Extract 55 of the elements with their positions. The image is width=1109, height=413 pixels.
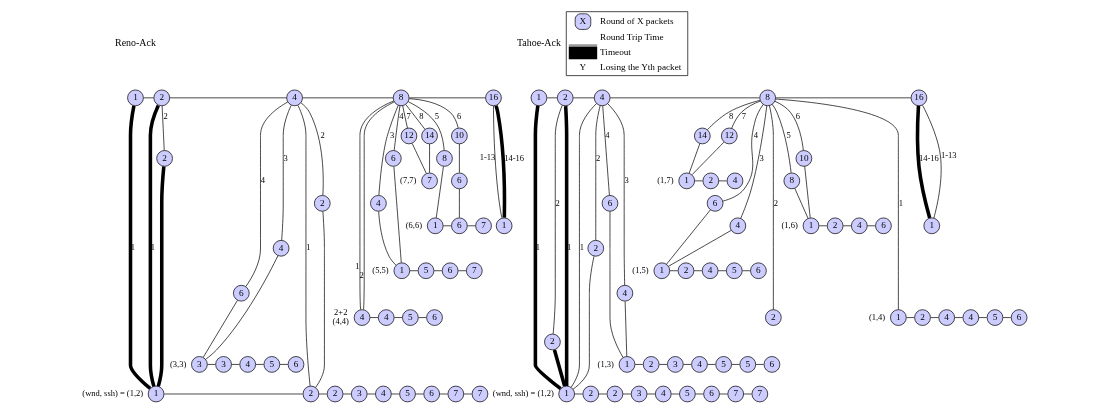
legend-label: Losing the Yth packet (600, 61, 682, 72)
edge-label: 1 (306, 242, 311, 253)
edge-label: 1-13 (479, 151, 496, 162)
legend-label: Round Trip Time (600, 32, 664, 43)
edge-label: 14-16 (504, 152, 525, 163)
node-label: (6,6) (405, 220, 423, 231)
node-label: (3,3) (169, 358, 187, 369)
edge-label: 2 (555, 197, 560, 208)
edge-label: 1 (150, 242, 156, 253)
edge-label: 4 (753, 130, 759, 141)
edge-label: 1 (898, 197, 903, 208)
edge-label: 2 (320, 130, 325, 141)
edge-label: 3 (759, 152, 764, 163)
edge-label: 5 (786, 130, 791, 141)
edge-label: 1 (130, 242, 136, 253)
edge-label: 7 (741, 111, 746, 122)
edge-label: 6 (456, 111, 462, 122)
edge-label: 1 (535, 242, 541, 253)
node-label: (4,4) (332, 316, 349, 327)
edge-label: 4 (605, 130, 610, 141)
label: Reno-Ack (115, 37, 156, 49)
edge-label: 4 (260, 175, 266, 186)
edge-label: 2 (596, 152, 601, 163)
edge-label: 7 (406, 111, 411, 122)
legend-label: Timeout (600, 47, 631, 58)
edge-label: 2 (359, 270, 364, 281)
node-label: (1,7) (657, 175, 674, 186)
edge-label: 5 (434, 111, 440, 122)
edge-label: 3 (390, 130, 395, 141)
edge-label: 2 (163, 111, 168, 122)
edge-label: 3 (283, 152, 288, 163)
node-label: 2+2 (334, 307, 348, 318)
legend-label: Round of X packets (600, 16, 674, 27)
label: X (579, 16, 587, 27)
node-label: (5,5) (372, 264, 389, 275)
node-label: (wnd, ssh) = (1,2) (82, 388, 144, 399)
node-label: (7,7) (400, 175, 417, 186)
edge-label: 1 (579, 242, 585, 253)
edge-label: 1 (567, 242, 572, 253)
edge-label: 4 (399, 111, 404, 122)
edge-label: 1 (355, 261, 360, 272)
edge-label: 8 (728, 111, 734, 122)
label: Y (579, 61, 587, 72)
node-label: (1,5) (632, 264, 649, 275)
edge-label: 14-16 (918, 152, 939, 163)
node-label: (1,6) (781, 220, 798, 231)
edge-label: 6 (795, 111, 800, 122)
node-label: (1,4) (868, 311, 886, 322)
edge-label: 3 (624, 175, 629, 186)
edge-label: 8 (419, 111, 424, 122)
node-label: (1,3) (597, 358, 614, 369)
label: Tahoe-Ack (516, 37, 561, 49)
edge-label: 2 (773, 197, 778, 208)
edge-label: 1-13 (940, 150, 957, 161)
node-label: (wnd, ssh) = (1,2) (492, 388, 554, 399)
